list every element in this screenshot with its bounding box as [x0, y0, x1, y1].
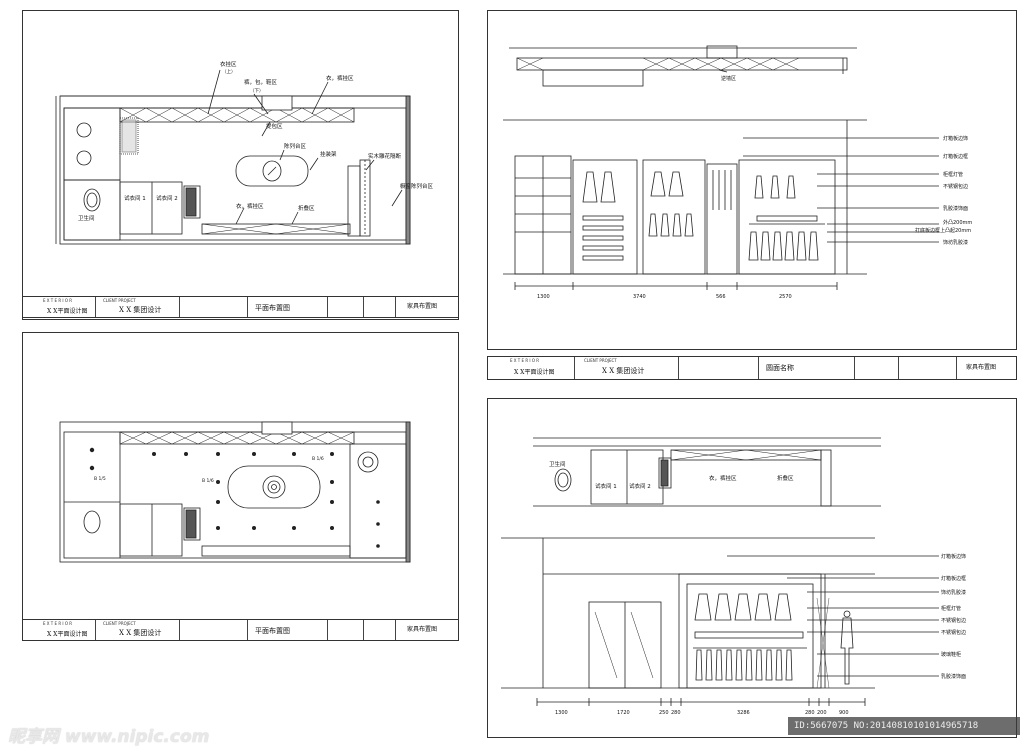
elev2-label-fold-zone: 折叠区: [777, 474, 794, 482]
tb3-small2: 家具布置图: [966, 364, 997, 371]
elev1-right-label-5: 外凸200mm: [943, 219, 972, 226]
label-coat-zone-1: 衣，裤挂区: [326, 74, 354, 82]
tb1-company: X X 集团设计: [119, 306, 162, 314]
elevation-sheet-2: [487, 398, 1017, 738]
label-fitting-1: 试衣间 1: [124, 194, 146, 202]
elev1-right-label-4: 乳胶漆饰面: [943, 205, 968, 212]
elev2-right-label-4: 不锈钢包边: [941, 617, 966, 624]
label-b1: B 1/5: [94, 476, 106, 482]
elev1-dim-3: 2570: [779, 294, 792, 300]
label-display-rack: 挂装架: [320, 150, 337, 158]
elev1-dim-2: 566: [716, 294, 726, 300]
label-fold-zone: 折叠区: [298, 204, 315, 212]
elev1-dim-1: 3740: [633, 294, 646, 300]
title-block-2: E X T E R I O R X X平面设计图 CLIENT PROJECT …: [22, 619, 459, 641]
tb2-small2: 家具布置图: [407, 626, 438, 633]
elevation-sheet-1: [487, 10, 1017, 350]
elev1-right-label-6: 打底板边框上凸起20mm: [915, 227, 971, 234]
label-restroom: 卫生间: [78, 214, 95, 222]
title-block-3: E X T E R I O R X X平面设计图 CLIENT PROJECT …: [487, 356, 1017, 380]
elev1-right-label-1: 灯箱板边框: [943, 153, 968, 160]
elev2-label-restroom: 卫生间: [549, 460, 566, 468]
tb3-company: X X 集团设计: [602, 367, 645, 375]
elevation-2: 卫生间 试衣间 1 试衣间 2 衣，裤挂区 折叠区 灯箱板边饰 灯箱板边框 饰坊…: [501, 437, 966, 716]
elev2-right-label-3: 柜框灯管: [941, 605, 961, 612]
tb2-small-title: X X平面设计图: [47, 631, 88, 638]
label-coat-zone-2: 衣，裤挂区: [236, 202, 264, 210]
elev2-dim-5: 280: [805, 710, 815, 716]
tb2-drawing-name: 平面布置图: [255, 627, 290, 635]
elev2-dim-2: 250: [659, 710, 669, 716]
elev2-label-fitting2: 试衣间 2: [629, 482, 651, 490]
elev1-right-label-7: 饰坊乳胶漆: [943, 239, 968, 246]
label-side-display: 橱窗陈列台区: [400, 182, 434, 190]
elev2-dim-3: 280: [671, 710, 681, 716]
tb3-small-title: X X平面设计图: [514, 369, 555, 376]
elev2-right-label-0: 灯箱板边饰: [941, 553, 966, 560]
tb1-small2: 家具布置图: [407, 303, 438, 310]
label-clothes-zone: 衣挂区: [220, 60, 237, 68]
label-island: 陈列台区: [284, 142, 307, 150]
elevation-1: 逆墙区 灯箱板边饰 灯箱板边框 柜框灯管 不锈钢包边 乳胶漆饰面 外凸200mm…: [503, 45, 972, 300]
elev1-right-label-2: 柜框灯管: [943, 171, 963, 178]
ceiling-plan: B 1/5 B 1/6 B 1/6: [59, 421, 411, 563]
elev2-dim-4: 3286: [737, 710, 750, 716]
floor-plan-sheet-1: [22, 10, 459, 320]
elev2-dim-1: 1720: [617, 710, 630, 716]
elev2-dim-0: 1300: [555, 710, 568, 716]
tb1-small-title: X X平面设计图: [47, 308, 88, 315]
label-pants-zone: 裤，包，鞋区: [244, 78, 278, 86]
watermark-logo: 昵享网 www.nipic.com: [8, 727, 210, 747]
elev2-label-coat-zone: 衣，裤挂区: [709, 474, 737, 482]
label-clothes-zone-sub: （上）: [222, 68, 236, 75]
image-id-bar: ID:5667075 NO:20140810101014965718: [788, 717, 1020, 735]
label-bag-zone: 提包区: [266, 122, 283, 130]
title-block-1: E X T E R I O R X X平面设计图 CLIENT PROJECT …: [22, 296, 459, 318]
elev1-dim-0: 1300: [537, 294, 550, 300]
elev2-label-fitting1: 试衣间 1: [595, 482, 617, 490]
elev2-dim-7: 900: [839, 710, 849, 716]
label-wood-panel: 实木雕花隔断: [368, 152, 402, 160]
tb1-drawing-name: 平面布置图: [255, 304, 290, 312]
ceiling-plan-sheet: [22, 332, 459, 640]
elev1-right-label-3: 不锈钢包边: [943, 183, 968, 190]
label-b3: B 1/6: [202, 478, 214, 484]
label-fitting-2: 试衣间 2: [156, 194, 178, 202]
elev2-right-label-5: 不锈钢包边: [941, 629, 966, 636]
label-b2: B 1/6: [312, 456, 324, 462]
elev1-right-label-0: 灯箱板边饰: [943, 135, 968, 142]
elev2-right-label-7: 乳胶漆饰面: [941, 673, 966, 680]
elev2-right-label-2: 饰坊乳胶漆: [941, 589, 966, 596]
tb3-drawing-name: 圆面名称: [766, 364, 794, 372]
elev2-right-label-1: 灯箱板边框: [941, 575, 966, 582]
elev2-right-label-6: 玻璃鞋柜: [941, 651, 961, 658]
floor-plan-1: 衣挂区 （上） 裤，包，鞋区 （下） 衣，裤挂区 提包区 陈列台区 挂装架 实木…: [55, 60, 434, 245]
label-pants-zone-sub: （下）: [250, 88, 264, 94]
tb2-company: X X 集团设计: [119, 629, 162, 637]
elev2-dim-6: 200: [817, 710, 827, 716]
elev1-top-label: 逆墙区: [721, 75, 736, 82]
